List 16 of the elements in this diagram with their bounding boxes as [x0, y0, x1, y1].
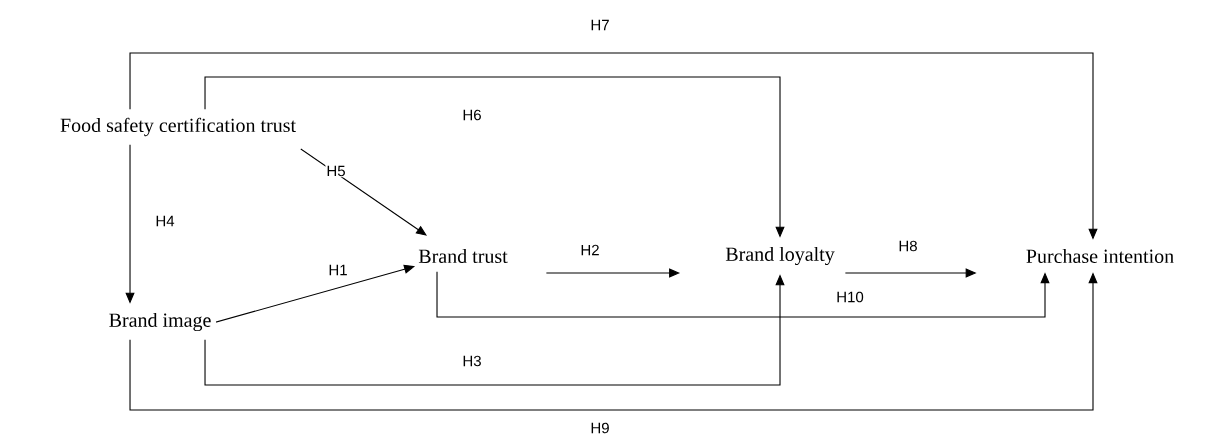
edge-label: H4 — [154, 214, 176, 228]
edge-label: H8 — [897, 239, 919, 253]
edge-label: H1 — [327, 263, 349, 277]
variable-label: Brand trust — [418, 248, 508, 263]
edge-label: H9 — [589, 421, 611, 435]
edge-label: H7 — [589, 18, 611, 32]
variable-label: Brand image — [109, 312, 211, 332]
edge-label: H5 — [325, 164, 347, 178]
variable-label: Brand loyalty — [725, 246, 835, 266]
edge-label: H3 — [461, 354, 483, 368]
edge-label: H2 — [579, 243, 601, 257]
variable-label: Food safety certification trust — [60, 117, 296, 137]
edge-label: H10 — [835, 290, 865, 304]
edge-label: H6 — [461, 108, 483, 122]
arrow — [436, 271, 1050, 318]
variable-label: Purchase intention — [1026, 248, 1174, 263]
